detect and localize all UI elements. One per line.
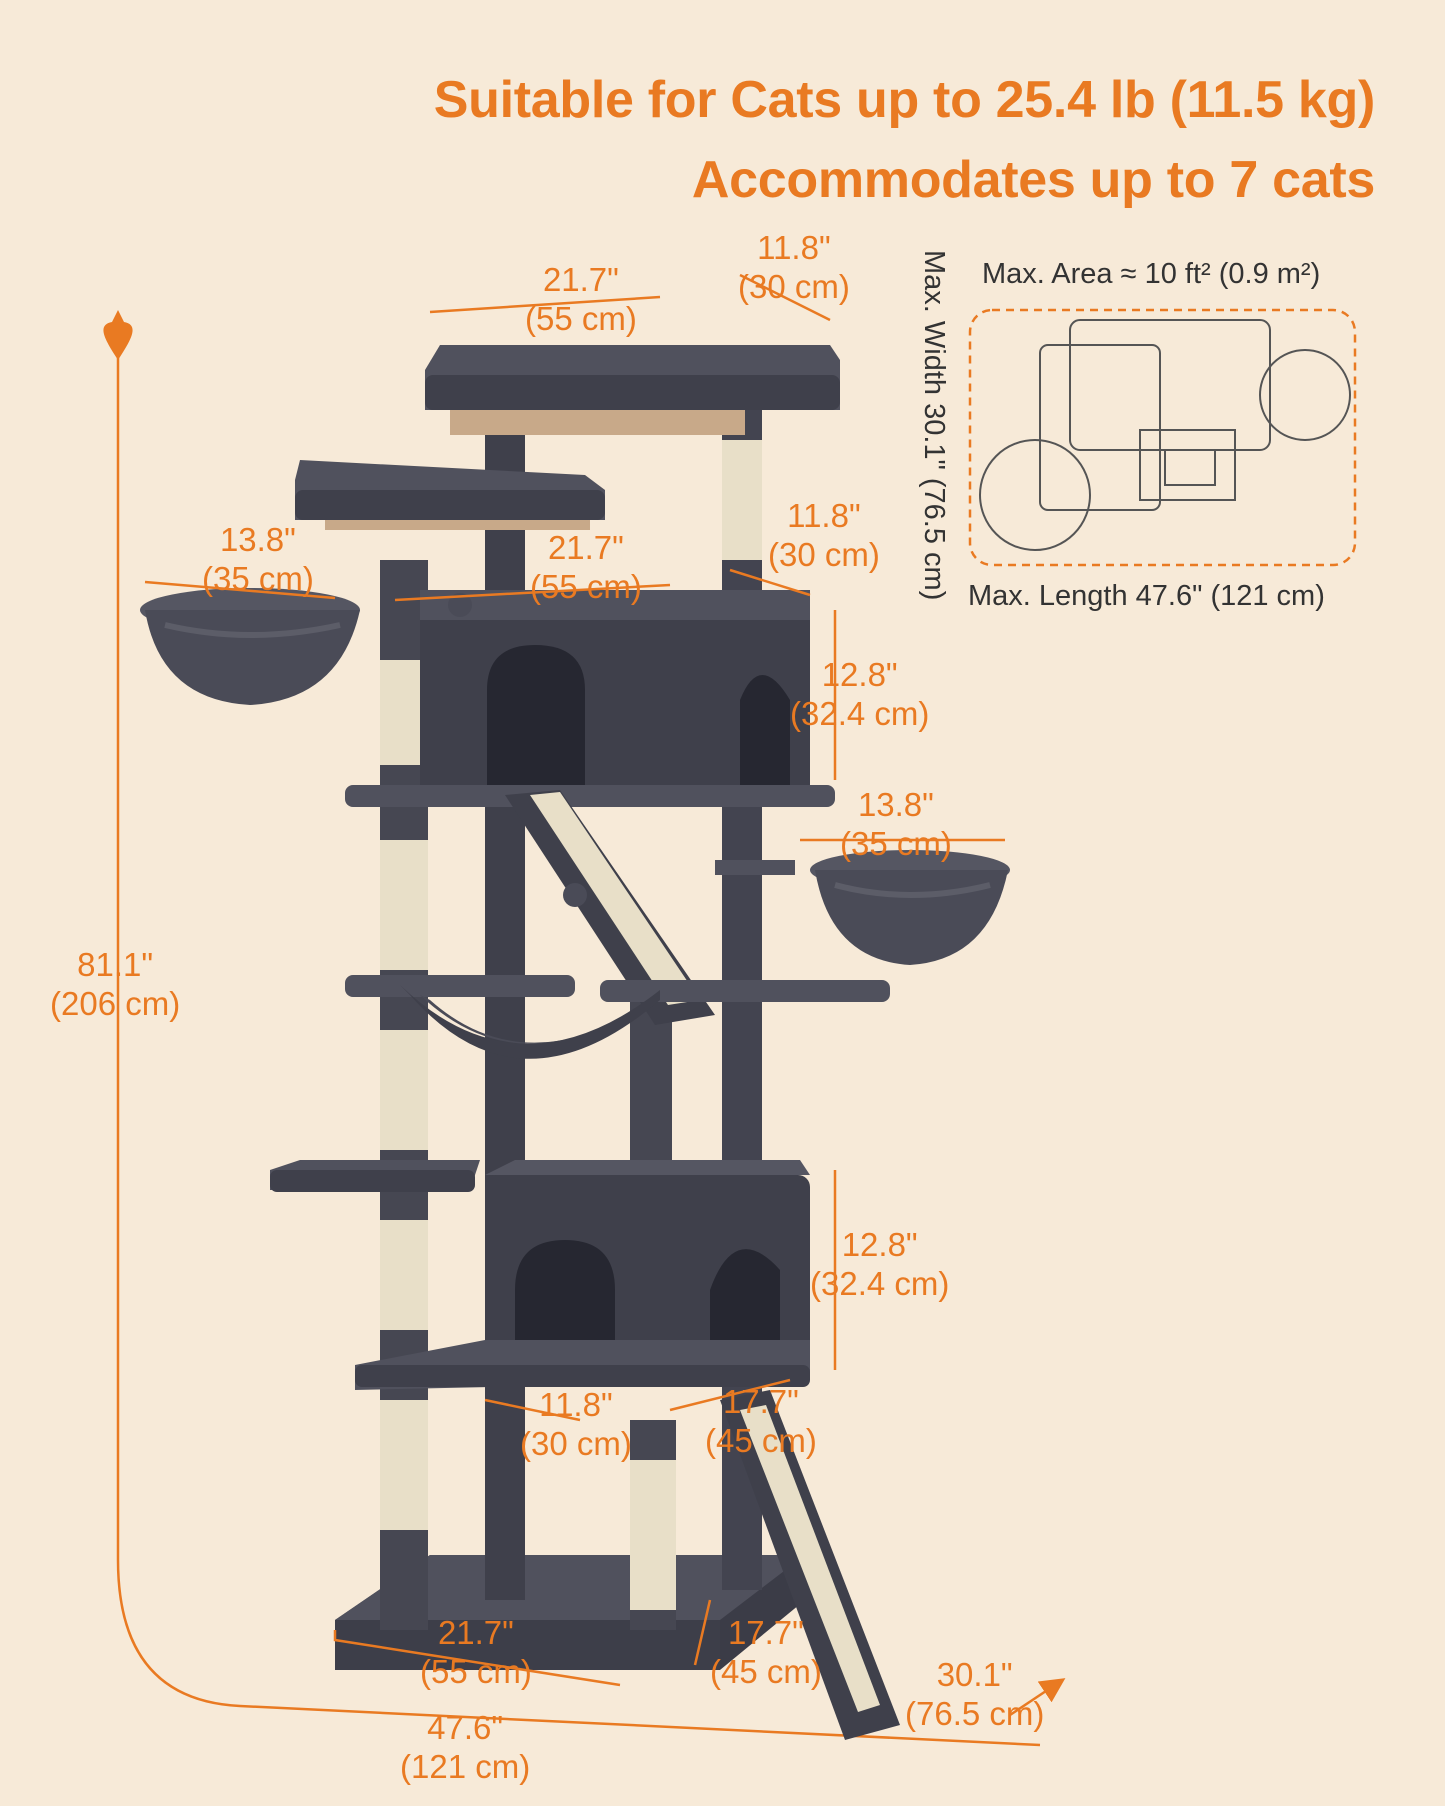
dim-base-width: 21.7"(55 cm) — [420, 1614, 532, 1690]
hammock-level — [345, 975, 890, 1059]
dim-total-length: 47.6"(121 cm) — [400, 1709, 531, 1785]
dim-upper-condo-height: 12.8"(32.4 cm) — [790, 656, 930, 732]
lower-ramp — [720, 1390, 900, 1740]
dim-lower-condo-depth: 17.7"(45 cm) — [705, 1383, 817, 1459]
dim-upper-condo-width: 21.7"(55 cm) — [530, 529, 642, 605]
toy-ball-lower — [563, 883, 587, 907]
lower-condo — [355, 1160, 810, 1390]
headline-weight: Suitable for Cats up to 25.4 lb (11.5 kg… — [433, 71, 1376, 129]
headline-cat-count: Accommodates up to 7 cats — [691, 151, 1375, 209]
dim-upper-condo-depth: 11.8"(30 cm) — [768, 497, 880, 573]
max-area-label: Max. Area ≈ 10 ft² (0.9 m²) — [982, 258, 1321, 290]
dim-lower-condo-width: 11.8"(30 cm) — [520, 1386, 632, 1462]
dim-top-depth: 11.8"(30 cm) — [738, 229, 850, 305]
left-basket — [140, 588, 360, 705]
height-heart-icon — [103, 310, 133, 360]
upper-condo — [345, 590, 835, 807]
width-arrow-icon — [1009, 1678, 1066, 1717]
footprint-diagram — [968, 308, 1357, 567]
dim-top-width: 21.7"(55 cm) — [525, 261, 637, 337]
base-platform — [335, 1555, 805, 1670]
height-length-guide — [116, 350, 1041, 1747]
right-basket — [715, 850, 1010, 965]
dim-total-width: 30.1"(76.5 cm) — [905, 1656, 1045, 1732]
upper-ramp — [505, 790, 715, 1025]
max-width-label: Max. Width 30.1" (76.5 cm) — [918, 250, 950, 601]
max-length-label: Max. Length 47.6" (121 cm) — [968, 580, 1325, 612]
top-perch — [425, 345, 840, 435]
second-perch — [295, 460, 605, 530]
dimension-lines — [144, 273, 1005, 1687]
dim-base-depth: 17.7"(45 cm) — [710, 1614, 822, 1690]
side-shelf — [270, 1160, 480, 1192]
dim-right-basket: 13.8"(35 cm) — [840, 786, 952, 862]
dim-left-basket: 13.8"(35 cm) — [202, 521, 314, 597]
dim-total-height: 81.1"(206 cm) — [50, 946, 181, 1022]
toy-ball-upper — [448, 593, 472, 617]
dim-lower-condo-height: 12.8"(32.4 cm) — [810, 1226, 950, 1302]
